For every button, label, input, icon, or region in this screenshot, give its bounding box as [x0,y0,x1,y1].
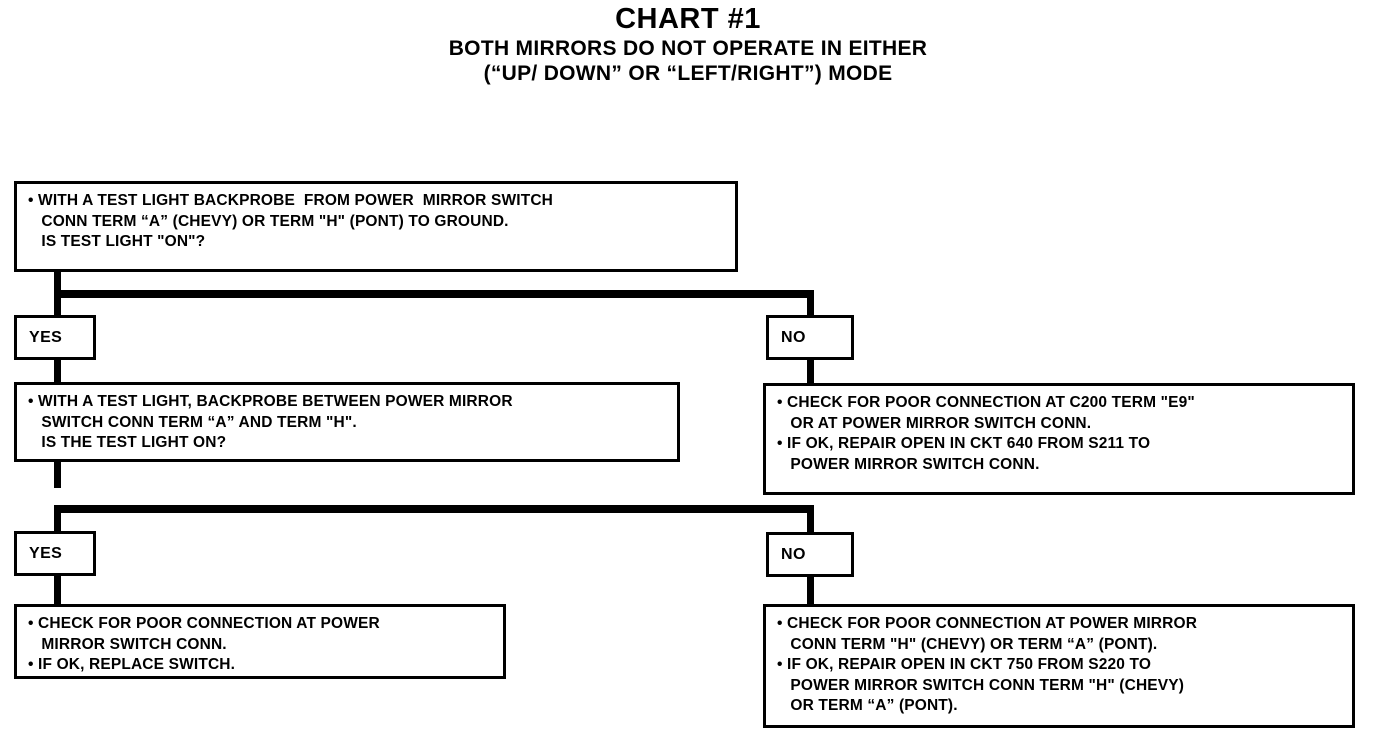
step1-yes-label: YES [29,328,63,346]
step1-test-text: • WITH A TEST LIGHT BACKPROBE FROM POWER… [28,192,554,250]
step1-no-label: NO [781,328,806,346]
connector-step1-stem [54,268,61,298]
connector-yes2-to-result [54,574,61,608]
result-no2-box[interactable]: • CHECK FOR POOR CONNECTION AT POWER MIR… [763,604,1355,728]
result-no2-text: • CHECK FOR POOR CONNECTION AT POWER MIR… [777,615,1198,714]
step2-no-label: NO [781,545,806,563]
step2-no-branch[interactable]: NO [766,532,854,577]
connector-step2-rail [54,505,814,513]
step2-yes-branch[interactable]: YES [14,531,96,576]
page-subtitle-line-2: (“UP/ DOWN” OR “LEFT/RIGHT”) MODE [483,62,893,85]
connector-yes1-to-step2 [54,357,61,387]
connector-no2-to-result [807,576,814,608]
result-yes2-box[interactable]: • CHECK FOR POOR CONNECTION AT POWER MIR… [14,604,506,679]
page-subtitle-line-1: BOTH MIRRORS DO NOT OPERATE IN EITHER [448,37,928,60]
connector-step2-to-yes [54,505,61,537]
connector-step2-stem [54,458,61,488]
connector-step1-rail [54,290,814,298]
connector-step1-to-no [807,290,814,318]
step2-test-box[interactable]: • WITH A TEST LIGHT, BACKPROBE BETWEEN P… [14,382,680,462]
step1-yes-branch[interactable]: YES [14,315,96,360]
step2-test-text: • WITH A TEST LIGHT, BACKPROBE BETWEEN P… [28,393,513,451]
connector-no1-to-result [807,358,814,388]
page-title: CHART #1 [615,3,761,35]
step1-test-box[interactable]: • WITH A TEST LIGHT BACKPROBE FROM POWER… [14,181,738,272]
step2-yes-label: YES [29,544,63,562]
connector-step2-to-no [807,505,814,537]
chart-title-block: CHART #1 BOTH MIRRORS DO NOT OPERATE IN … [0,2,1376,86]
connector-step1-to-yes [54,290,61,318]
step1-no-branch[interactable]: NO [766,315,854,360]
result-no1-text: • CHECK FOR POOR CONNECTION AT C200 TERM… [777,394,1195,473]
result-yes2-text: • CHECK FOR POOR CONNECTION AT POWER MIR… [28,615,380,673]
result-no1-box[interactable]: • CHECK FOR POOR CONNECTION AT C200 TERM… [763,383,1355,495]
